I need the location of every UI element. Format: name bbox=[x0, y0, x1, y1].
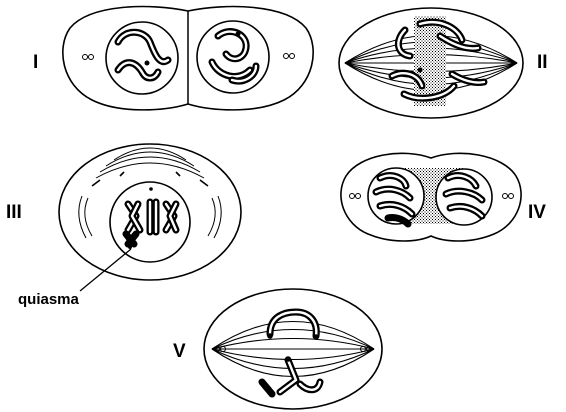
stage-label-I: I bbox=[33, 52, 38, 73]
stage-label-II: II bbox=[537, 52, 548, 73]
cell-stage-III bbox=[59, 144, 241, 280]
cell-stage-II bbox=[339, 8, 523, 118]
stage-label-IV: IV bbox=[528, 202, 546, 223]
cell-stage-IV bbox=[341, 153, 521, 241]
stage-label-III: III bbox=[6, 202, 22, 223]
chiasma-label: quiasma bbox=[18, 291, 80, 308]
cell-stage-V bbox=[204, 289, 382, 409]
stage-label-V: V bbox=[173, 341, 186, 362]
cell-stage-I bbox=[63, 7, 313, 110]
